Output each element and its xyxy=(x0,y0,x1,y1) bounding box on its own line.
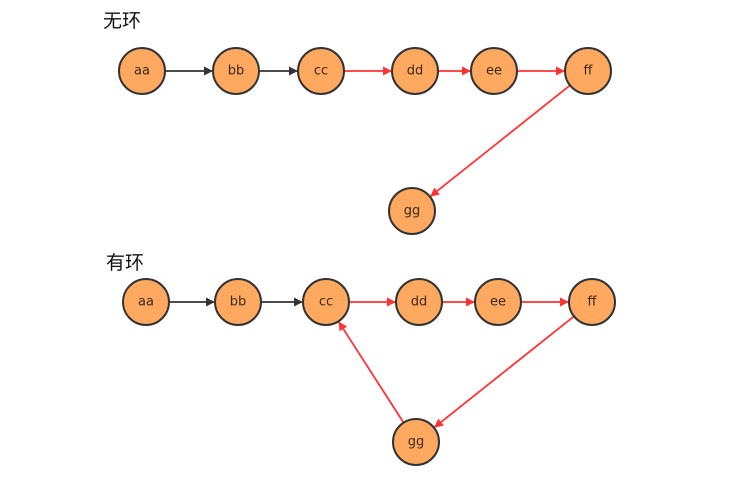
edge-cycle-ff-gg xyxy=(434,315,575,428)
node-label: cc xyxy=(314,64,328,79)
node-cycle-bb: bb xyxy=(214,278,262,326)
node-cycle-cc: cc xyxy=(302,278,350,326)
node-circle xyxy=(470,47,518,95)
edge-no-cycle-ff-gg xyxy=(430,84,571,197)
node-circle xyxy=(568,278,616,326)
node-circle xyxy=(395,278,443,326)
node-label: ee xyxy=(486,64,502,79)
node-no-cycle-cc: cc xyxy=(297,47,345,95)
node-label: bb xyxy=(230,295,247,310)
title-no-cycle: 无环 xyxy=(103,10,142,32)
node-no-cycle-gg: gg xyxy=(388,187,436,235)
node-no-cycle-dd: dd xyxy=(391,47,439,95)
node-circle xyxy=(297,47,345,95)
node-label: cc xyxy=(319,295,333,310)
node-label: ff xyxy=(584,64,594,79)
node-label: ff xyxy=(588,295,598,310)
node-circle xyxy=(122,278,170,326)
node-circle xyxy=(214,278,262,326)
node-circle xyxy=(474,278,522,326)
node-circle xyxy=(391,47,439,95)
node-circle xyxy=(564,47,612,95)
edge-cycle-gg-cc xyxy=(338,321,405,424)
node-cycle-dd: dd xyxy=(395,278,443,326)
node-cycle-gg: gg xyxy=(392,418,440,466)
node-no-cycle-ee: ee xyxy=(470,47,518,95)
node-no-cycle-aa: aa xyxy=(118,47,166,95)
node-label: aa xyxy=(134,64,150,79)
node-label: dd xyxy=(407,64,424,79)
node-circle xyxy=(302,278,350,326)
node-label: ee xyxy=(490,295,506,310)
node-circle xyxy=(392,418,440,466)
node-circle xyxy=(212,47,260,95)
node-label: gg xyxy=(404,204,421,219)
node-label: gg xyxy=(408,435,425,450)
node-label: dd xyxy=(411,295,428,310)
node-circle xyxy=(388,187,436,235)
title-cycle: 有环 xyxy=(106,252,145,274)
node-no-cycle-bb: bb xyxy=(212,47,260,95)
node-label: bb xyxy=(228,64,245,79)
node-circle xyxy=(118,47,166,95)
node-cycle-aa: aa xyxy=(122,278,170,326)
node-no-cycle-ff: ff xyxy=(564,47,612,95)
node-cycle-ee: ee xyxy=(474,278,522,326)
node-label: aa xyxy=(138,295,154,310)
node-cycle-ff: ff xyxy=(568,278,616,326)
